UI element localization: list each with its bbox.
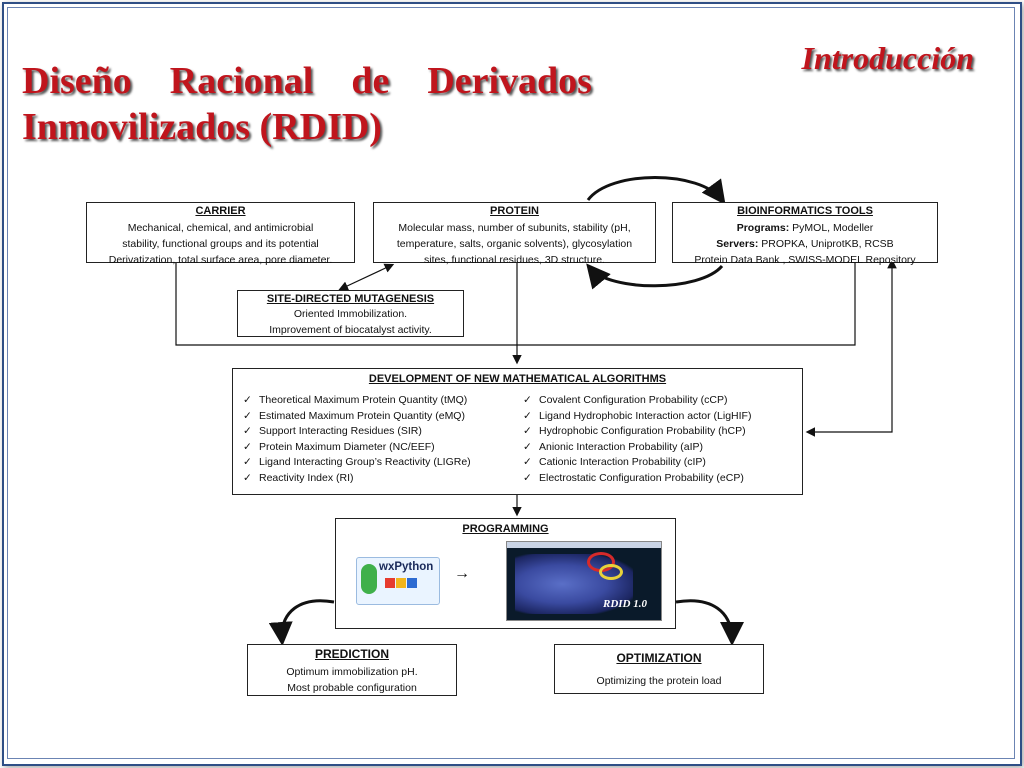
title-line-1: Diseño Racional de Derivados xyxy=(22,58,592,104)
title-word: Racional xyxy=(169,60,314,102)
mutagenesis-line: Oriented Immobilization. xyxy=(293,308,408,320)
cycle-arc-bottom xyxy=(586,263,724,290)
bioinformatics-box: BIOINFORMATICS TOOLS Programs: PyMOL, Mo… xyxy=(672,202,938,266)
programs-label: Programs: xyxy=(736,222,790,234)
check-icon: ✓ xyxy=(243,425,252,437)
carrier-line: Mechanical, chemical, and antimicrobial xyxy=(127,222,314,234)
bioinformatics-heading: BIOINFORMATICS TOOLS xyxy=(737,205,873,217)
algorithm-item: ✓Ligand Hydrophobic Interaction actor (L… xyxy=(523,409,751,425)
carrier-line: stability, functional groups and its pot… xyxy=(122,238,319,250)
arrow-right-icon: → xyxy=(454,565,470,582)
protein-line: sites, functional residues, 3D structure… xyxy=(424,254,605,266)
carrier-line: Derivatization, total surface area, pore… xyxy=(108,254,333,266)
repository-line: Protein Data Bank , SWISS-MODEL Reposito… xyxy=(694,254,916,266)
carrier-heading: CARRIER xyxy=(195,205,246,217)
wxpython-logo-text: wxPython xyxy=(379,561,434,573)
mutagenesis-box: SITE-DIRECTED MUTAGENESIS Oriented Immob… xyxy=(237,290,464,337)
title-word: de xyxy=(351,60,390,102)
protein-box: PROTEIN Molecular mass, number of subuni… xyxy=(373,202,656,266)
check-icon: ✓ xyxy=(243,471,252,484)
helix-icon xyxy=(599,564,623,580)
algorithms-right-list: ✓Covalent Configuration Probability (cCP… xyxy=(523,393,751,486)
algorithm-item: ✓Support Interacting Residues (SIR) xyxy=(243,424,471,440)
programs-value: PyMOL, Modeller xyxy=(789,222,874,234)
optimization-line: Optimizing the protein load xyxy=(596,675,722,687)
algorithm-item: ✓Anionic Interaction Probability (aIP) xyxy=(523,440,751,456)
algorithm-item: ✓Reactivity Index (RI) xyxy=(243,471,471,487)
programs-line: Programs: PyMOL, Modeller xyxy=(673,220,937,236)
slide-title: Diseño Racional de Derivados Inmovilizad… xyxy=(22,58,592,150)
check-icon: ✓ xyxy=(523,425,532,437)
algorithms-heading: DEVELOPMENT OF NEW MATHEMATICAL ALGORITH… xyxy=(368,373,667,385)
check-icon: ✓ xyxy=(243,440,252,453)
title-word: Diseño xyxy=(22,60,132,102)
programming-to-optimization-arrow xyxy=(675,599,744,646)
carrier-mutagenesis-arrow xyxy=(338,263,395,291)
prediction-heading: PREDICTION xyxy=(314,647,389,661)
protein-heading: PROTEIN xyxy=(490,205,539,217)
algorithm-item: ✓Estimated Maximum Protein Quantity (eMQ… xyxy=(243,409,471,425)
algorithm-item: ✓Ligand Interacting Group’s Reactivity (… xyxy=(243,455,471,471)
check-icon: ✓ xyxy=(523,394,532,406)
protein-line: temperature, salts, organic solvents), g… xyxy=(396,238,633,250)
app-badge: RDID 1.0 xyxy=(603,598,648,610)
check-icon: ✓ xyxy=(243,409,252,422)
algorithm-item: ✓Cationic Interaction Probability (cIP) xyxy=(523,455,751,471)
algorithms-left-list: ✓Theoretical Maximum Protein Quantity (t… xyxy=(243,393,471,486)
snake-icon xyxy=(361,564,377,594)
title-line-2: Inmovilizados (RDID) xyxy=(22,106,382,148)
algorithms-box: DEVELOPMENT OF NEW MATHEMATICAL ALGORITH… xyxy=(232,368,803,495)
wxpython-logo: wxPython xyxy=(356,557,440,605)
mutagenesis-line: Improvement of biocatalyst activity. xyxy=(269,324,432,336)
servers-line: Servers: PROPKA, UniprotKB, RCSB xyxy=(673,236,937,252)
check-icon: ✓ xyxy=(523,456,532,468)
mutagenesis-heading: SITE-DIRECTED MUTAGENESIS xyxy=(266,293,435,305)
algorithm-item: ✓Protein Maximum Diameter (NC/EEF) xyxy=(243,440,471,456)
wx-blocks-icon xyxy=(385,578,418,591)
servers-value: PROPKA, UniprotKB, RCSB xyxy=(758,238,894,250)
rdid-app-screenshot: RDID 1.0 xyxy=(506,541,662,621)
section-label: Introducción xyxy=(801,40,974,76)
prediction-line: Optimum immobilization pH. xyxy=(286,666,418,678)
programming-to-prediction-arrow xyxy=(268,599,335,646)
algorithm-item: ✓Electrostatic Configuration Probability… xyxy=(523,471,751,487)
optimization-heading: OPTIMIZATION xyxy=(616,651,702,665)
programming-heading: PROGRAMMING xyxy=(462,523,549,535)
carrier-box: CARRIER Mechanical, chemical, and antimi… xyxy=(86,202,355,266)
prediction-box: PREDICTION Optimum immobilization pH. Mo… xyxy=(247,644,457,696)
algorithm-item: ✓Hydrophobic Configuration Probability (… xyxy=(523,424,751,440)
check-icon: ✓ xyxy=(523,409,532,422)
algorithm-item: ✓Theoretical Maximum Protein Quantity (t… xyxy=(243,393,471,409)
app-titlebar xyxy=(507,542,661,548)
prediction-line: Most probable configuration xyxy=(287,682,417,694)
programming-box: PROGRAMMING wxPython → RDID 1.0 xyxy=(335,518,676,629)
cycle-arc-top xyxy=(586,176,726,205)
servers-label: Servers: xyxy=(716,238,759,250)
check-icon: ✓ xyxy=(243,394,252,406)
check-icon: ✓ xyxy=(523,471,532,484)
algorithm-item: ✓Covalent Configuration Probability (cCP… xyxy=(523,393,751,409)
title-word: Derivados xyxy=(427,60,592,102)
check-icon: ✓ xyxy=(523,440,532,453)
bioinformatics-algorithms-arrow xyxy=(805,258,897,437)
slide-inner-frame xyxy=(7,7,1015,759)
optimization-box: OPTIMIZATION Optimizing the protein load xyxy=(554,644,764,694)
protein-line: Molecular mass, number of subunits, stab… xyxy=(398,222,631,234)
check-icon: ✓ xyxy=(243,456,252,468)
